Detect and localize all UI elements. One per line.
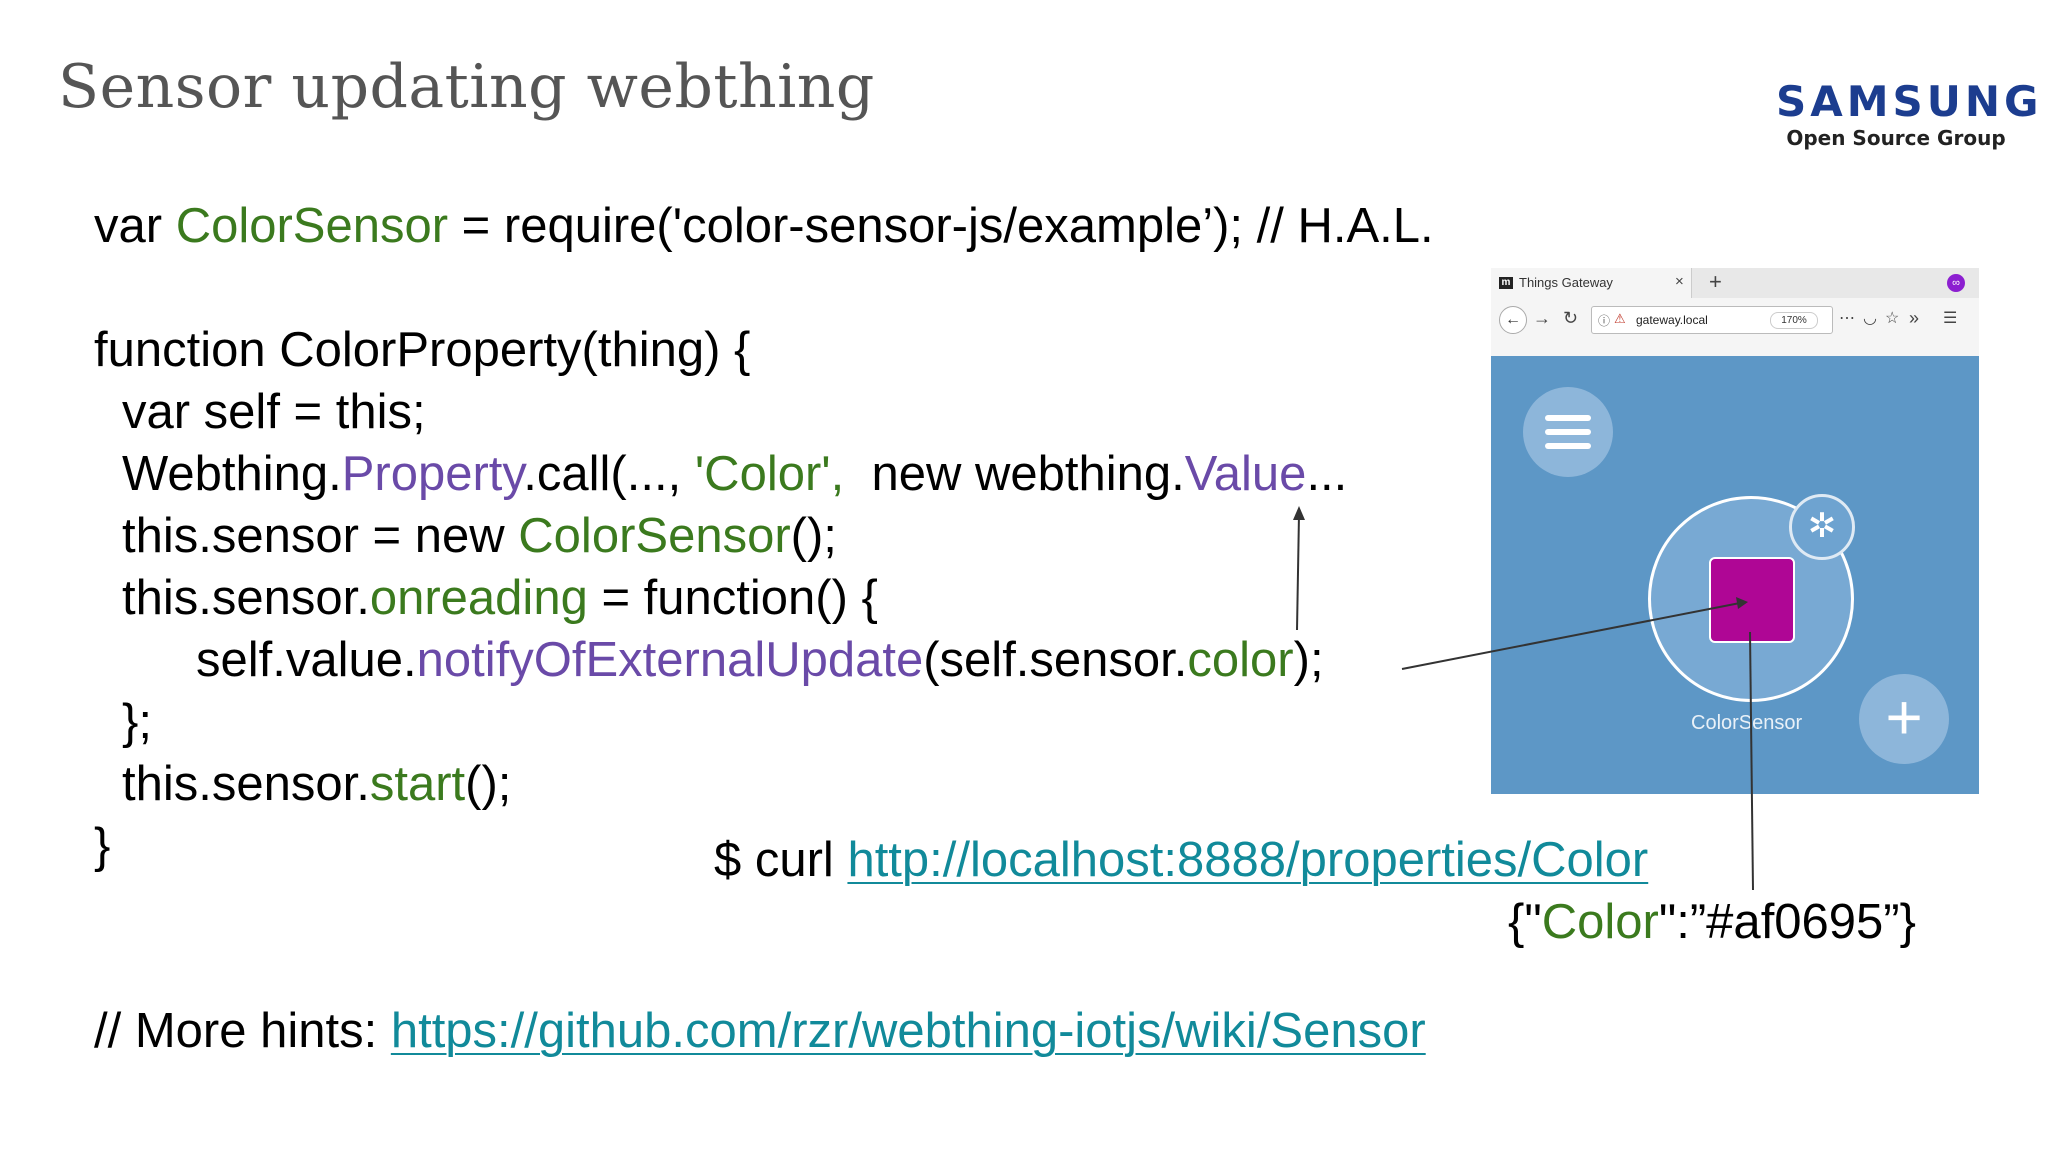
curl-prefix: $ curl bbox=[714, 833, 848, 887]
code-text: (); bbox=[465, 757, 512, 811]
menu-bar-icon bbox=[1545, 429, 1591, 435]
code-identifier: ColorSensor bbox=[518, 509, 791, 563]
info-icon[interactable]: ⓘ bbox=[1598, 314, 1611, 328]
response-text: ":”#af0695”} bbox=[1658, 895, 1916, 949]
code-line-self: var self = this; bbox=[122, 385, 426, 439]
more-icon[interactable]: ⋯ bbox=[1839, 310, 1855, 327]
code-string: 'Color', bbox=[694, 447, 845, 501]
app-menu-button[interactable] bbox=[1523, 387, 1613, 477]
pocket-icon[interactable]: ◡ bbox=[1863, 310, 1877, 327]
code-identifier: start bbox=[369, 757, 466, 811]
hints-prefix: // More hints: bbox=[94, 1004, 391, 1058]
code-text: this.sensor = new bbox=[122, 509, 519, 563]
bookmark-star-icon[interactable]: ☆ bbox=[1885, 310, 1900, 327]
arrowhead-icon bbox=[1293, 506, 1305, 520]
logo-subtitle: Open Source Group bbox=[1786, 126, 2006, 150]
code-line-function: function ColorProperty(thing) { bbox=[94, 323, 751, 377]
code-text: ... bbox=[1306, 447, 1348, 501]
response-key: Color bbox=[1541, 895, 1659, 949]
code-text: this.sensor. bbox=[122, 757, 370, 811]
code-line-property: Webthing.Property.call(..., 'Color', new… bbox=[122, 446, 1347, 502]
menu-bar-icon bbox=[1545, 443, 1591, 449]
reload-icon[interactable]: ↻ bbox=[1563, 308, 1579, 328]
tab-bar: m Things Gateway × + ∞ bbox=[1491, 268, 1979, 298]
overflow-chevron-icon[interactable]: » bbox=[1909, 308, 1920, 328]
nav-bar: ← → ↻ ⓘ ⚠ gateway.local 170% ⋯ ◡ ☆ » ☰ bbox=[1491, 298, 1979, 356]
code-identifier: color bbox=[1187, 633, 1294, 687]
code-line-onreading: this.sensor.onreading = function() { bbox=[122, 570, 878, 626]
forward-icon[interactable]: → bbox=[1533, 308, 1551, 328]
hints-url-link[interactable]: https://github.com/rzr/webthing-iotjs/wi… bbox=[390, 1004, 1426, 1058]
hamburger-menu-icon[interactable]: ☰ bbox=[1943, 310, 1958, 327]
tab-title: Things Gateway bbox=[1519, 275, 1613, 290]
samsung-logo: SAMSUNG Open Source Group bbox=[1776, 77, 2043, 152]
add-thing-button[interactable]: + bbox=[1859, 674, 1949, 764]
arrow-to-swatch bbox=[1401, 602, 1741, 670]
code-line-sensor: this.sensor = new ColorSensor(); bbox=[122, 508, 837, 564]
code-line-close-fn: }; bbox=[122, 695, 152, 749]
code-text: = require('color-sensor-js/example’); //… bbox=[448, 199, 1434, 253]
arrowhead-icon bbox=[1736, 597, 1748, 609]
new-tab-icon[interactable]: + bbox=[1709, 269, 1722, 294]
code-method: Value bbox=[1184, 447, 1307, 501]
close-icon[interactable]: × bbox=[1675, 273, 1684, 290]
url-bar[interactable]: ⓘ ⚠ gateway.local 170% bbox=[1591, 306, 1833, 334]
curl-command: $ curl http://localhost:8888/properties/… bbox=[714, 832, 1648, 888]
arrow-to-value bbox=[1296, 513, 1300, 631]
code-text: self.value. bbox=[196, 633, 417, 687]
code-text: Webthing. bbox=[122, 447, 342, 501]
back-icon[interactable]: ← bbox=[1499, 306, 1527, 334]
thing-hub-icon[interactable]: ✲ bbox=[1789, 494, 1855, 560]
logo-brand: SAMSUNG bbox=[1776, 77, 2043, 126]
browser-chrome: m Things Gateway × + ∞ ← → ↻ ⓘ ⚠ gateway… bbox=[1491, 268, 1979, 356]
code-line-close-brace: } bbox=[94, 819, 111, 873]
code-method: Property bbox=[341, 447, 524, 501]
arrow-from-response bbox=[1749, 631, 1754, 891]
zoom-badge[interactable]: 170% bbox=[1770, 312, 1818, 329]
private-browsing-icon: ∞ bbox=[1947, 274, 1965, 292]
code-text: ); bbox=[1293, 633, 1324, 687]
gateway-screenshot: m Things Gateway × + ∞ ← → ↻ ⓘ ⚠ gateway… bbox=[1491, 268, 1979, 794]
hints-line: // More hints: https://github.com/rzr/we… bbox=[94, 1003, 1426, 1059]
response-text: {" bbox=[1508, 895, 1542, 949]
code-identifier: ColorSensor bbox=[175, 199, 449, 253]
code-text: (self.sensor. bbox=[923, 633, 1188, 687]
code-text: new webthing. bbox=[844, 447, 1185, 501]
menu-bar-icon bbox=[1545, 415, 1591, 421]
tab-things-gateway[interactable]: m Things Gateway × bbox=[1491, 268, 1692, 298]
code-text: this.sensor. bbox=[122, 571, 370, 625]
slide-title: Sensor updating webthing bbox=[58, 52, 875, 122]
json-response: {"Color":”#af0695”} bbox=[1508, 894, 1916, 950]
code-identifier: onreading bbox=[369, 571, 588, 625]
code-text: (); bbox=[790, 509, 837, 563]
code-text: var bbox=[94, 199, 176, 253]
url-text: gateway.local bbox=[1636, 313, 1708, 327]
code-text: .call(..., bbox=[523, 447, 695, 501]
code-method: notifyOfExternalUpdate bbox=[416, 633, 924, 687]
code-line-start: this.sensor.start(); bbox=[122, 756, 511, 812]
code-text: = function() { bbox=[587, 571, 878, 625]
color-swatch bbox=[1709, 557, 1795, 643]
thing-label: ColorSensor bbox=[1691, 712, 1803, 734]
favicon-icon: m bbox=[1499, 277, 1513, 289]
code-line-notify: self.value.notifyOfExternalUpdate(self.s… bbox=[196, 632, 1324, 688]
insecure-lock-icon: ⚠ bbox=[1614, 311, 1626, 326]
code-line-require: var ColorSensor = require('color-sensor-… bbox=[94, 198, 1434, 254]
curl-url-link[interactable]: http://localhost:8888/properties/Color bbox=[847, 833, 1649, 887]
